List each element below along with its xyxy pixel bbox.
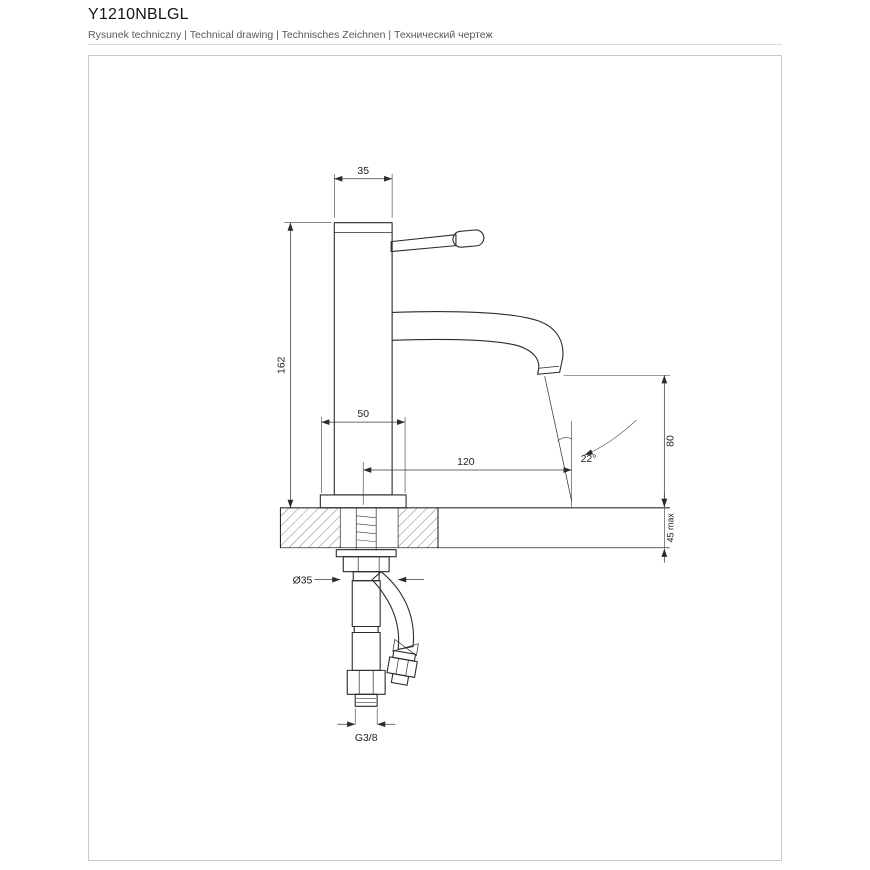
dimension-reach: 120 xyxy=(362,457,572,505)
curved-hose-fitting xyxy=(386,638,419,686)
dimension-height: 162 xyxy=(276,222,332,508)
aerator-line xyxy=(538,365,559,369)
flex-hose-braid-lower xyxy=(351,631,381,671)
faucet-body xyxy=(333,222,393,496)
thread-tip xyxy=(354,693,378,707)
slab-hatch-right xyxy=(398,507,438,548)
hose-hex-nut xyxy=(346,669,386,695)
lever-grip xyxy=(452,229,485,248)
dim-label-thread: G3/8 xyxy=(355,733,378,744)
dimension-thread: G3/8 xyxy=(337,708,396,744)
dimension-base-width: 50 xyxy=(321,409,406,493)
faucet-outline xyxy=(319,222,564,509)
water-stream-line xyxy=(544,376,572,501)
mounting-nut xyxy=(342,556,390,573)
spout-top-edge xyxy=(391,311,564,373)
dimension-spout-height: 80 xyxy=(563,374,676,507)
dim-label-height: 162 xyxy=(276,356,287,374)
dim-label-angle: 22° xyxy=(581,454,597,465)
mounting-washer xyxy=(335,549,397,558)
drawing-caption: Rysunek techniczny | Technical drawing |… xyxy=(88,29,493,41)
flex-hose-braid-upper xyxy=(351,580,381,628)
dim-label-spout-height: 80 xyxy=(665,435,676,447)
angle-arc xyxy=(557,437,572,442)
drawing-frame: 22° xyxy=(88,55,782,861)
flex-hose-curved xyxy=(371,571,415,650)
dimension-top-width: 35 xyxy=(333,166,393,218)
dimension-hole-diameter: Ø35 xyxy=(293,576,425,587)
lever-arm xyxy=(390,234,457,253)
angle-leader xyxy=(584,419,637,456)
product-code: Y1210NBLGL xyxy=(88,6,189,23)
hose-collar xyxy=(353,625,379,634)
dim-label-top-width: 35 xyxy=(357,166,369,177)
slab-hatch-left xyxy=(280,507,341,548)
technical-drawing: 22° xyxy=(276,166,676,744)
dimension-deck-thickness: 45 max xyxy=(661,492,675,563)
countertop xyxy=(279,507,670,549)
dim-label-base-width: 50 xyxy=(357,409,369,420)
dim-label-reach: 120 xyxy=(457,457,475,468)
header-divider xyxy=(88,44,782,45)
undermount-assembly xyxy=(335,507,419,707)
spout-outlet xyxy=(537,371,561,375)
water-stream-annotation: 22° xyxy=(544,376,637,507)
spout-bottom-edge xyxy=(391,338,540,375)
header: Y1210NBLGL Rysunek techniczny | Technica… xyxy=(88,6,493,41)
dim-label-hole-diameter: Ø35 xyxy=(293,576,313,587)
dim-label-deck-thickness: 45 max xyxy=(665,513,675,543)
hose-connector xyxy=(352,571,380,582)
